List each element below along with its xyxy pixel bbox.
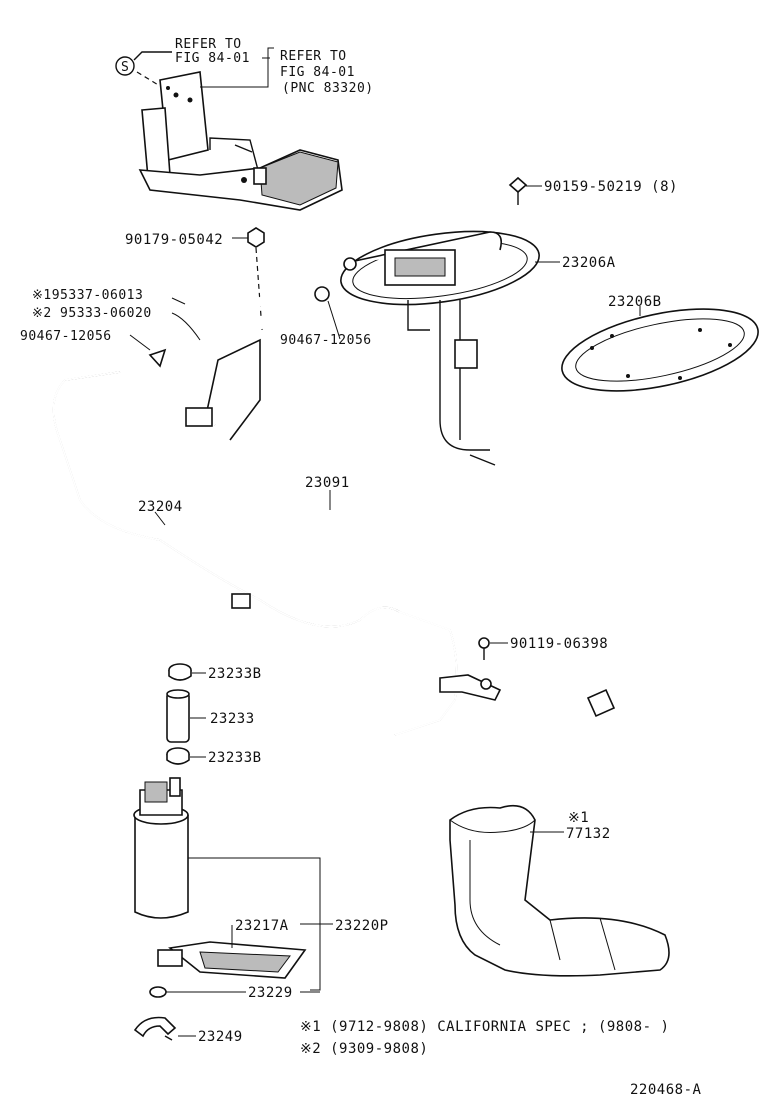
label-90119: 90119-06398: [510, 636, 608, 652]
tube-23204: [52, 371, 502, 736]
clip-23249: [133, 1016, 196, 1041]
label-90159: 90159-50219 (8): [544, 179, 678, 195]
ring-23229: [149, 986, 320, 998]
label-90179: 90179-05042: [125, 232, 223, 248]
hose-assembly: [129, 277, 341, 441]
refer-b-line2: FIG 84-01: [280, 65, 355, 80]
label-23206a: 23206A: [562, 255, 616, 271]
label-77132-mark: ※1: [568, 810, 589, 826]
refer-b-line1: REFER TO: [280, 49, 347, 64]
filter-23217a: [157, 923, 316, 979]
label-95333: ※2 95333-06020: [32, 306, 152, 321]
bolt-90159: [508, 176, 542, 205]
tube-23091: [213, 424, 692, 718]
s-mark-label: S: [121, 60, 129, 75]
label-23233b-bottom: 23233B: [208, 750, 262, 766]
label-23233: 23233: [210, 711, 255, 727]
refer-a-line2: FIG 84-01: [175, 51, 250, 66]
label-23204: 23204: [138, 499, 183, 515]
label-77132: 77132: [566, 826, 611, 842]
label-23233b-top: 23233B: [208, 666, 262, 682]
label-90467-left: 90467-12056: [20, 329, 112, 344]
refer-b-line3: (PNC 83320): [282, 81, 374, 96]
boot-77132: [449, 804, 670, 977]
label-90467-right: 90467-12056: [280, 333, 372, 348]
refer-a-line1: REFER TO: [175, 37, 242, 52]
label-23220p: 23220P: [335, 918, 389, 934]
label-23091: 23091: [305, 475, 350, 491]
nut-90179: [232, 227, 265, 331]
gasket-23206b: [561, 306, 759, 392]
s-circle-icon: [115, 56, 135, 76]
hose-parts-23233: [166, 663, 206, 765]
note-1: ※1 (9712-9808) CALIFORNIA SPEC ; (9808- …: [300, 1019, 669, 1035]
canister-assembly: S: [115, 47, 343, 211]
label-195337: ※195337-06013: [32, 288, 143, 303]
note-2: ※2 (9309-9808): [300, 1041, 428, 1057]
label-23249: 23249: [198, 1029, 243, 1045]
fuel-pump-assembly: [340, 230, 560, 466]
label-23206b: 23206B: [608, 294, 662, 310]
figure-id: 220468-A: [630, 1082, 702, 1098]
label-23229: 23229: [248, 985, 293, 1001]
label-23217a: 23217A: [235, 918, 289, 934]
bolt-90119: [478, 637, 508, 660]
